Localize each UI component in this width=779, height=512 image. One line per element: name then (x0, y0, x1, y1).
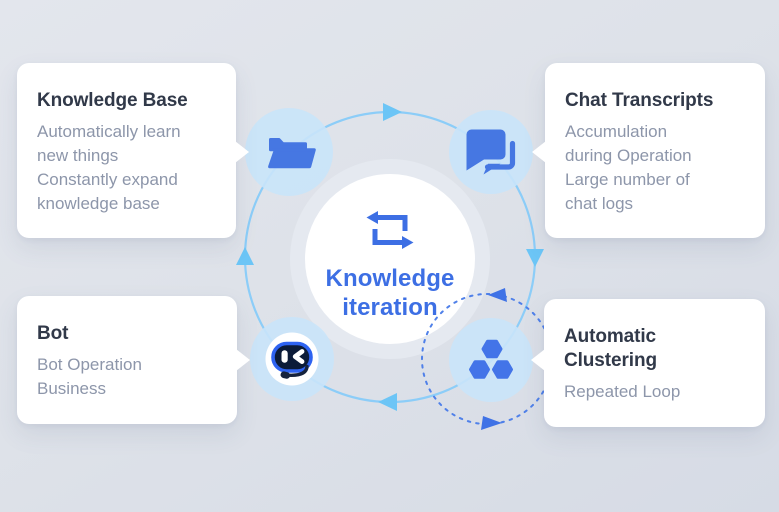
cycle-arrow-top-icon (383, 103, 402, 121)
center-title: Knowledge iteration (325, 265, 455, 321)
knowledge-base-description: Automatically learn new things Constantl… (37, 122, 181, 213)
card-bot: Bot Bot Operation Business (17, 296, 250, 424)
dashed-loop-arrow-bottom-icon (481, 416, 502, 430)
bot-description: Bot Operation Business (37, 355, 142, 398)
cycle-ring-arrows (236, 103, 544, 411)
card-pointer (531, 349, 545, 371)
cycle-arrow-bottom-icon (378, 393, 397, 411)
center-label: Knowledge iteration (280, 209, 500, 322)
chat-bubbles-icon (466, 129, 516, 175)
cycle-arrow-right-icon (526, 249, 544, 267)
center-circle (305, 174, 475, 344)
card-chat-transcripts: Chat Transcripts Accumulation during Ope… (532, 63, 765, 238)
chat-transcripts-title: Chat Transcripts (565, 90, 714, 111)
automatic-clustering-title: Automatic Clustering (564, 326, 657, 371)
hexagon-cluster-icon (469, 339, 513, 379)
card-pointer (235, 141, 249, 163)
clustering-node-circle (449, 318, 533, 402)
loop-repeat-icon (366, 211, 414, 249)
card-knowledge-base: Knowledge Base Automatically learn new t… (17, 63, 249, 238)
cycle-arrow-left-icon (236, 247, 254, 265)
robot-headset-icon (265, 332, 319, 386)
robot-right-eye (292, 349, 305, 364)
card-pointer (532, 141, 546, 163)
automatic-clustering-description: Repeated Loop (564, 382, 681, 401)
bot-title: Bot (37, 323, 69, 344)
dashed-loop-arrow-top-icon (488, 288, 507, 302)
robot-mic (280, 371, 291, 379)
robot-headset-arm (286, 364, 309, 377)
card-automatic-clustering: Automatic Clustering Repeated Loop (531, 299, 765, 427)
card-pointer (236, 349, 250, 371)
knowledge-base-title: Knowledge Base (37, 90, 188, 111)
chat-transcripts-description: Accumulation during Operation Large numb… (565, 122, 692, 213)
open-folder-icon (268, 138, 316, 169)
robot-left-eye (281, 350, 288, 363)
